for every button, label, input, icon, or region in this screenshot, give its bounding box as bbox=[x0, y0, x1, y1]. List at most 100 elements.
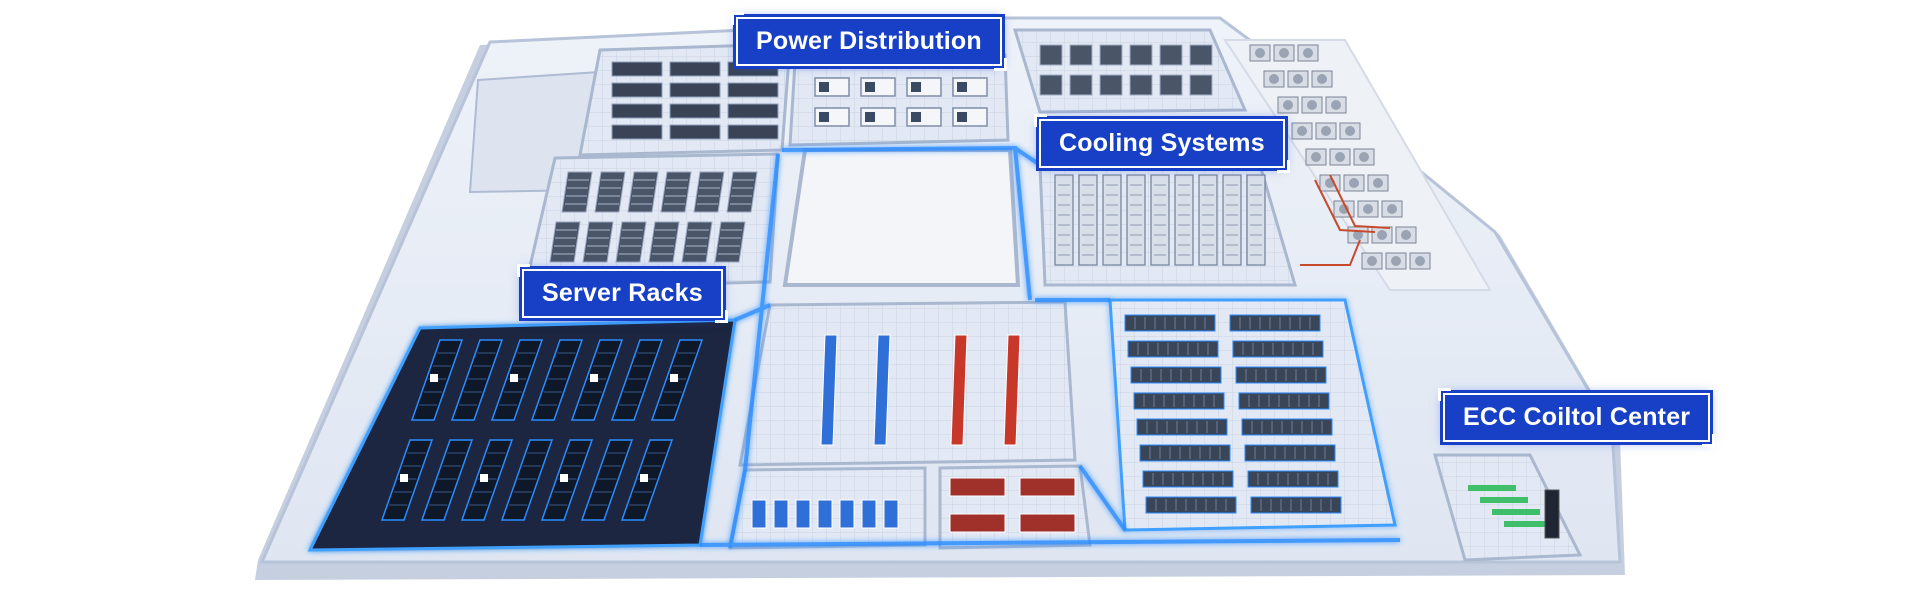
rack-icon bbox=[1133, 392, 1225, 410]
rack-icon bbox=[1241, 418, 1333, 436]
cooling-unit-icon bbox=[773, 499, 789, 529]
rack-icon bbox=[727, 103, 779, 119]
rack-icon bbox=[1250, 496, 1342, 514]
cooling-unit-icon bbox=[1129, 44, 1153, 66]
label-control-center: ECC Coiltol Center bbox=[1437, 388, 1716, 447]
rack-icon bbox=[610, 339, 664, 421]
rack-icon bbox=[726, 171, 758, 213]
courtyard bbox=[782, 148, 1021, 287]
rack-icon bbox=[1136, 418, 1228, 436]
rack-icon bbox=[611, 61, 663, 77]
console-row-icon bbox=[1504, 521, 1552, 527]
rack-icon bbox=[1244, 444, 1336, 462]
rack-icon bbox=[1139, 444, 1231, 462]
rack-icon bbox=[1142, 470, 1234, 488]
control-center-equipment bbox=[1468, 485, 1560, 539]
hvac-fan-icon bbox=[1303, 48, 1313, 58]
hvac-fan-icon bbox=[1349, 178, 1359, 188]
label-cooling-systems: Cooling Systems bbox=[1034, 114, 1290, 173]
server-racks-mid bbox=[549, 171, 758, 263]
room-control-center bbox=[1433, 453, 1583, 562]
rack-icon bbox=[582, 221, 614, 263]
hot-unit-icon bbox=[949, 513, 1006, 533]
hvac-fan-icon bbox=[1255, 48, 1265, 58]
rack-tag-icon bbox=[480, 474, 488, 482]
hot-unit-icon bbox=[949, 477, 1006, 497]
console-row-icon bbox=[1492, 509, 1540, 515]
lower-room-equipment bbox=[751, 477, 1076, 533]
room-power bbox=[788, 53, 1010, 147]
rack-icon bbox=[580, 439, 634, 521]
rack-tag-icon bbox=[670, 374, 678, 382]
rack-tag-icon bbox=[590, 374, 598, 382]
rack-icon bbox=[727, 82, 779, 98]
hvac-fan-icon bbox=[1307, 100, 1317, 110]
cooling-unit-icon bbox=[1150, 174, 1170, 266]
rack-icon bbox=[1130, 366, 1222, 384]
aisle-containment-icon bbox=[1003, 334, 1021, 446]
cooling-unit-icon bbox=[861, 499, 877, 529]
rack-icon bbox=[669, 61, 721, 77]
hvac-fan-icon bbox=[1321, 126, 1331, 136]
cooling-unit-icon bbox=[1069, 74, 1093, 96]
rack-icon bbox=[669, 103, 721, 119]
cooling-unit-icon bbox=[1039, 44, 1063, 66]
aisle-containment-icon bbox=[873, 334, 891, 446]
label-server-racks: Server Racks bbox=[517, 264, 728, 323]
rack-icon bbox=[669, 124, 721, 140]
rack-icon bbox=[681, 221, 713, 263]
cooling-unit-icon bbox=[1099, 44, 1123, 66]
rack-icon bbox=[714, 221, 746, 263]
hvac-units-group bbox=[1249, 44, 1431, 270]
rack-icon bbox=[530, 339, 584, 421]
rack-icon bbox=[594, 171, 626, 213]
rack-tag-icon bbox=[510, 374, 518, 382]
server-racks-top bbox=[611, 61, 779, 140]
rack-icon bbox=[420, 439, 474, 521]
cooling-unit-icon bbox=[1222, 174, 1242, 266]
rack-icon bbox=[450, 339, 504, 421]
hvac-fan-icon bbox=[1387, 204, 1397, 214]
rack-icon bbox=[611, 103, 663, 119]
cooling-unit-icon bbox=[1102, 174, 1122, 266]
hvac-fan-icon bbox=[1279, 48, 1289, 58]
rack-icon bbox=[1145, 496, 1237, 514]
cooling-unit-icon bbox=[1099, 74, 1123, 96]
hvac-fan-icon bbox=[1293, 74, 1303, 84]
hvac-fan-icon bbox=[1367, 256, 1377, 266]
hot-unit-icon bbox=[1019, 477, 1076, 497]
cooling-unit-icon bbox=[1189, 74, 1213, 96]
power-panel-icon bbox=[911, 112, 921, 122]
room-server-right bbox=[1108, 298, 1397, 532]
hvac-fan-icon bbox=[1269, 74, 1279, 84]
hvac-fan-icon bbox=[1311, 152, 1321, 162]
server-racks-main bbox=[380, 339, 704, 521]
rack-tag-icon bbox=[560, 474, 568, 482]
rack-icon bbox=[1247, 470, 1339, 488]
hvac-fan-icon bbox=[1373, 178, 1383, 188]
cooling-unit-icon bbox=[1126, 174, 1146, 266]
cooling-unit-icon bbox=[1069, 44, 1093, 66]
rack-icon bbox=[1232, 340, 1324, 358]
cooling-unit-icon bbox=[795, 499, 811, 529]
room-cooling-top bbox=[1012, 28, 1248, 114]
cooling-unit-icon bbox=[817, 499, 833, 529]
rack-icon bbox=[611, 124, 663, 140]
cooling-unit-icon bbox=[1054, 174, 1074, 266]
cooling-unit-icon bbox=[1078, 174, 1098, 266]
rack-icon bbox=[627, 171, 659, 213]
cooling-unit-icon bbox=[839, 499, 855, 529]
rack-tag-icon bbox=[400, 474, 408, 482]
power-panel-icon bbox=[819, 112, 829, 122]
cooling-unit-icon bbox=[1198, 174, 1218, 266]
hvac-fan-icon bbox=[1353, 230, 1363, 240]
rack-icon bbox=[648, 221, 680, 263]
power-panel-icon bbox=[911, 82, 921, 92]
rack-icon bbox=[1229, 314, 1321, 332]
hvac-fan-icon bbox=[1345, 126, 1355, 136]
rack-icon bbox=[669, 82, 721, 98]
hvac-fan-icon bbox=[1401, 230, 1411, 240]
rack-icon bbox=[549, 221, 581, 263]
hvac-fan-icon bbox=[1363, 204, 1373, 214]
